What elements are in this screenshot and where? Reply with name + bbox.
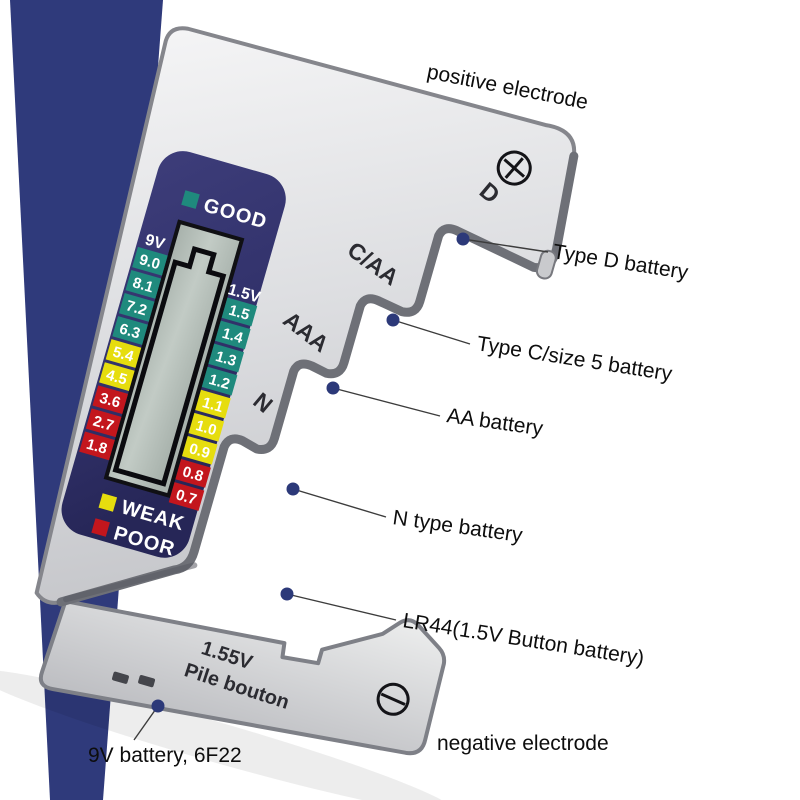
scale-value: 0.8	[180, 463, 205, 485]
scale-cell	[181, 435, 218, 465]
scale-cell	[221, 297, 258, 327]
leader-line	[392, 319, 471, 345]
stepped-edge-rim	[56, 151, 579, 607]
scale-value: 9.0	[137, 251, 162, 273]
scale-value: 1.8	[84, 436, 109, 458]
positive-terminal-icon	[496, 150, 532, 186]
scale-value: 1.4	[220, 325, 245, 347]
lcd-screen	[103, 219, 245, 498]
scale-cell	[215, 320, 251, 350]
nine-v-contact-tab	[138, 675, 156, 688]
d-slot-tab	[535, 249, 557, 280]
scale-value: 7.2	[124, 297, 149, 319]
leader-line	[462, 238, 549, 253]
callout-dot	[326, 381, 340, 395]
n-type-label: N type battery	[391, 506, 524, 547]
scale-value: 2.7	[91, 413, 116, 435]
left-scale-header: 9V	[143, 232, 167, 254]
callout-dot	[456, 232, 470, 246]
scale-cell	[125, 269, 162, 299]
scale-value: 8.1	[131, 274, 156, 296]
slider-groove	[63, 562, 198, 603]
nine-v-battery-label: 9V battery, 6F22	[88, 744, 242, 767]
scale-cell	[168, 482, 205, 511]
scale-cell	[118, 293, 155, 322]
aa-label: AA battery	[445, 404, 545, 440]
scale-cell	[85, 408, 122, 438]
callout-dot	[280, 587, 294, 601]
battery-tester-device: 1.55V Pile bouton D C/AA AAA N GOOD	[0, 26, 579, 800]
scale-cell	[105, 339, 142, 368]
scale-value: 5.4	[111, 343, 136, 365]
scale-value: 4.5	[104, 367, 129, 389]
scale-value: 1.5	[227, 302, 252, 324]
device-shadow	[0, 669, 453, 800]
right-scale-column: 1.5 1.4 1.3 1.2 1.1 1.0 0.9 0.8 0.7	[168, 297, 258, 511]
scale-cell	[132, 246, 168, 276]
scale-cell	[92, 385, 129, 415]
leader-line	[286, 593, 397, 621]
scale-cell	[201, 366, 238, 396]
negative-electrode-label: negative electrode	[437, 732, 609, 755]
type-d-label: Type D battery	[551, 240, 690, 284]
callout-dot	[286, 482, 300, 496]
scale-cell	[99, 362, 135, 391]
scale-cell	[112, 316, 148, 345]
scale-value: 0.7	[174, 486, 199, 508]
scale-value: 1.3	[214, 348, 239, 370]
scale-value: 6.3	[117, 320, 142, 342]
poor-indicator-square	[91, 518, 110, 537]
scale-value: 3.6	[98, 390, 123, 412]
scale-value: 1.2	[207, 371, 232, 393]
callout-dot	[151, 699, 165, 713]
negative-terminal-icon	[376, 682, 410, 716]
scale-cell	[79, 431, 115, 461]
leader-line	[133, 705, 159, 741]
nine-v-contact-tab	[112, 671, 129, 684]
slider-arm	[38, 599, 447, 756]
scale-cell	[188, 412, 225, 442]
left-scale-column: 9.0 8.1 7.2 6.3 5.4 4.5 3.6 2.7 1.8	[79, 246, 168, 461]
scale-value: 1.1	[200, 394, 225, 416]
leader-line	[292, 488, 387, 518]
weak-indicator-square	[98, 493, 118, 512]
scale-cell	[195, 389, 231, 419]
type-c-label: Type C/size 5 battery	[475, 332, 674, 386]
scale-cell	[175, 459, 211, 488]
leader-line	[332, 387, 441, 417]
good-indicator-square	[181, 190, 200, 209]
battery-outline-icon	[112, 245, 227, 487]
scale-cell	[208, 343, 245, 373]
scale-value: 1.0	[194, 417, 219, 439]
callout-dot	[386, 313, 400, 327]
scale-value: 0.9	[187, 440, 212, 462]
